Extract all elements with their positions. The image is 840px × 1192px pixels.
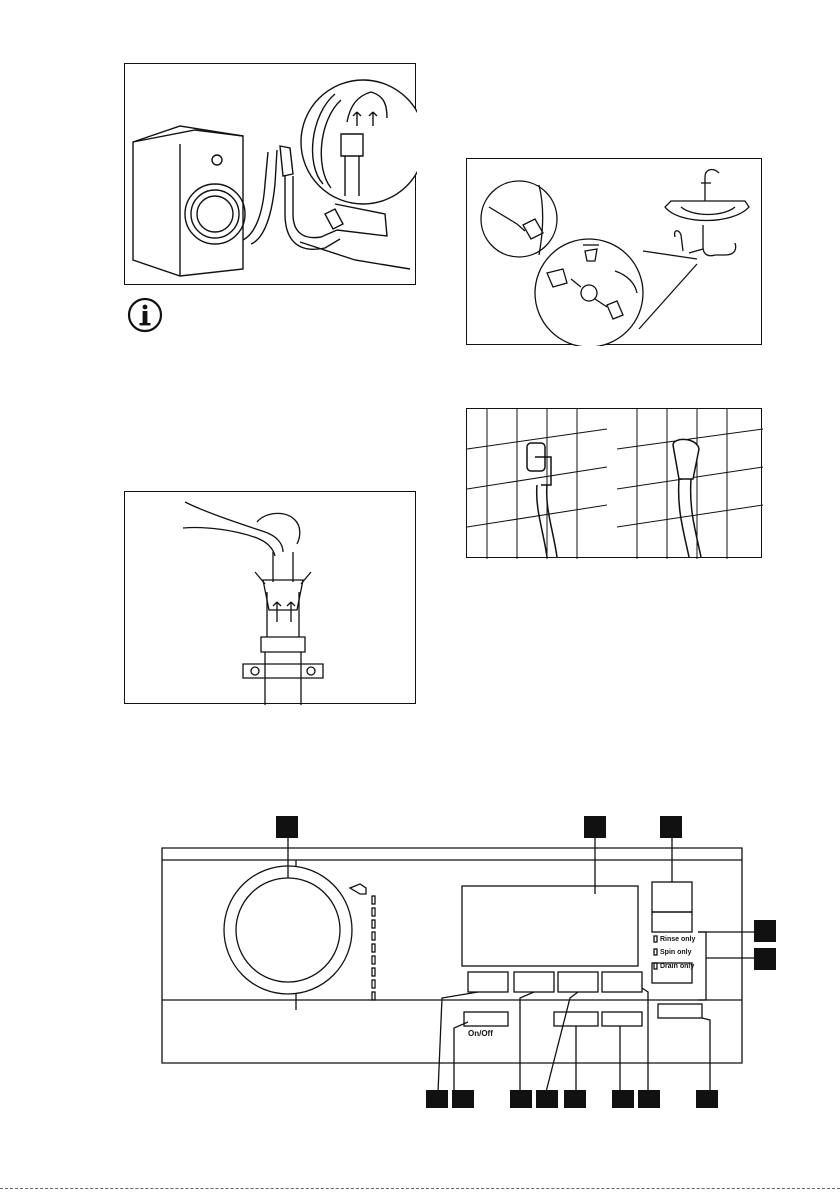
display — [462, 886, 638, 966]
callout-marker-5 — [754, 948, 776, 970]
callout-marker-7 — [452, 1090, 474, 1108]
tap-connection-illustration — [467, 159, 763, 346]
spin-only-label: Spin only — [660, 949, 692, 956]
callout-marker-6 — [426, 1090, 448, 1108]
standpipe-illustration — [125, 492, 417, 705]
figure-standpipe — [124, 491, 416, 704]
start-pause-button[interactable] — [652, 882, 692, 912]
figure-drain-hose — [124, 63, 416, 285]
time-save-button[interactable] — [602, 972, 642, 992]
callout-marker-4 — [754, 920, 776, 942]
on-off-label: On/Off — [468, 1029, 493, 1038]
rinse-only-label: Rinse only — [660, 936, 696, 943]
drain-only-label: Drain only — [660, 963, 694, 970]
drain-hose-illustration — [125, 64, 417, 286]
callout-marker-9 — [536, 1090, 558, 1108]
stain-button[interactable] — [602, 1012, 642, 1026]
callout-marker-1 — [276, 816, 298, 838]
callout-marker-8 — [510, 1090, 532, 1108]
delay-start-button[interactable] — [652, 912, 692, 932]
temperature-button[interactable] — [468, 972, 508, 992]
control-panel: Rinse only Spin only Drain only On/Off — [150, 808, 790, 1108]
info-icon — [126, 296, 164, 339]
programme-knob-ring[interactable] — [224, 866, 352, 994]
figure-wall-outlet — [466, 408, 762, 558]
callout-marker-3 — [660, 816, 682, 838]
prewash-button[interactable] — [554, 1012, 598, 1026]
spin-button[interactable] — [514, 972, 554, 992]
figure-tap-connection — [466, 158, 762, 345]
steam-button[interactable] — [658, 1004, 702, 1018]
soil-level-button[interactable] — [558, 972, 598, 992]
callout-marker-10 — [564, 1090, 586, 1108]
page-bottom-edge — [0, 1188, 840, 1189]
callout-marker-11 — [612, 1090, 634, 1108]
on-off-button[interactable] — [464, 1012, 508, 1026]
wall-outlet-illustration — [467, 409, 763, 559]
callout-marker-12 — [638, 1090, 660, 1108]
callout-marker-13 — [696, 1090, 718, 1108]
programme-knob[interactable] — [236, 878, 340, 982]
callout-marker-2 — [584, 816, 606, 838]
